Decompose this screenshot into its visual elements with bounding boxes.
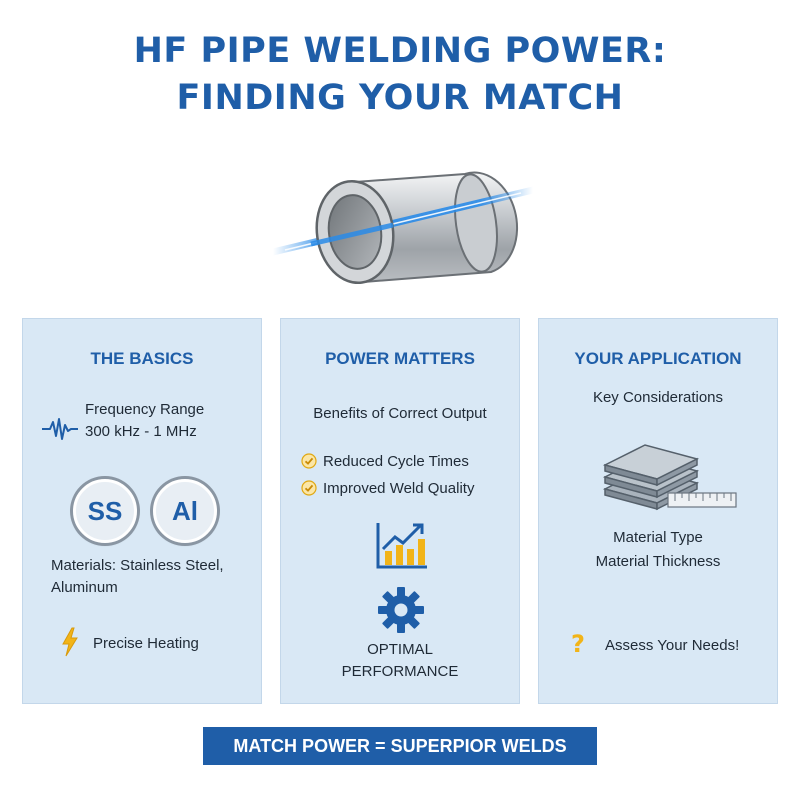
panel-basics-title: THE BASICS xyxy=(90,349,194,368)
material-thickness: Material Thickness xyxy=(595,553,721,570)
materials-line-1: Materials: Stainless Steel, xyxy=(51,557,224,574)
panel-application: YOUR APPLICATION Key Considerations Mate… xyxy=(538,318,778,704)
precise-heating: Precise Heating xyxy=(93,635,199,652)
panel-power-title: POWER MATTERS xyxy=(325,349,475,368)
ruler-icon xyxy=(667,492,737,508)
benefit-item: Reduced Cycle Times xyxy=(301,453,469,470)
material-type: Material Type xyxy=(613,529,703,546)
page-title: HF PIPE WELDING POWER: FINDING YOUR MATC… xyxy=(0,28,800,122)
materials-line-2: Aluminum xyxy=(51,579,118,596)
performance-line-1: OPTIMAL xyxy=(367,641,433,658)
frequency-value: 300 kHz - 1 MHz xyxy=(85,423,197,440)
assess-needs: Assess Your Needs! xyxy=(605,637,740,654)
pipe-illustration xyxy=(269,171,537,285)
lightning-icon xyxy=(62,627,78,657)
panel-application-title: YOUR APPLICATION xyxy=(574,349,742,368)
benefits-subtitle: Benefits of Correct Output xyxy=(313,405,487,422)
considerations-subtitle: Key Considerations xyxy=(592,389,724,406)
panel-power: POWER MATTERS Benefits of Correct Output… xyxy=(280,318,520,704)
question-icon: ? xyxy=(571,630,585,658)
growth-chart-icon xyxy=(376,523,427,569)
title-line-2: FINDING YOUR MATCH xyxy=(176,78,624,118)
benefit-item: Improved Weld Quality xyxy=(301,480,474,497)
svg-text:?: ? xyxy=(571,630,585,658)
performance-line-2: PERFORMANCE xyxy=(341,663,459,680)
benefit-label: Improved Weld Quality xyxy=(323,480,475,497)
title-line-1: HF PIPE WELDING POWER: xyxy=(133,31,667,71)
aluminum-badge: Al xyxy=(153,479,217,543)
gear-icon xyxy=(378,587,424,633)
panel-basics: THE BASICS Frequency Range 300 kHz - 1 M… xyxy=(22,318,262,704)
waveform-icon xyxy=(42,418,78,440)
benefit-label: Reduced Cycle Times xyxy=(323,453,469,470)
frequency-label: Frequency Range xyxy=(85,401,205,418)
bottom-banner: MATCH POWER = SUPERPIOR WELDS xyxy=(203,727,597,765)
checkmark-icon xyxy=(301,453,317,469)
checkmark-icon xyxy=(301,480,317,496)
stainless-steel-badge: SS xyxy=(73,479,137,543)
